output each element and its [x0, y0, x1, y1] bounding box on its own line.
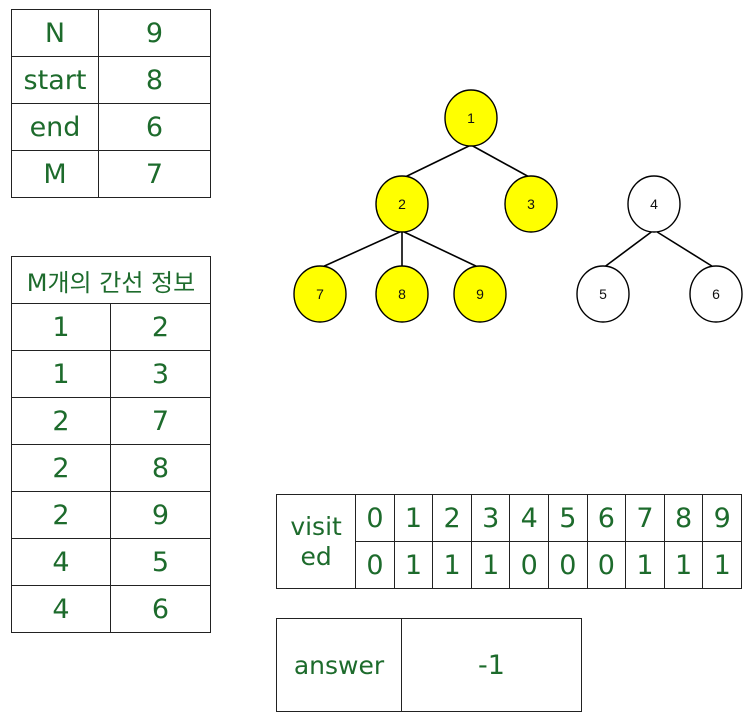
node-1-label: 1: [467, 110, 475, 126]
param-row-n: N 9: [11, 9, 211, 57]
visited-index: 4: [509, 494, 550, 542]
visited-value: 1: [470, 541, 511, 589]
node-4-label: 4: [650, 196, 658, 212]
edge-to: 8: [110, 444, 211, 492]
node-3-circle: [504, 175, 558, 233]
edge-row: 4 6: [11, 585, 211, 633]
edge-to: 5: [110, 538, 211, 586]
answer-value: -1: [401, 618, 582, 712]
edge-row: 2 9: [11, 491, 211, 539]
visited-index: 2: [432, 494, 472, 542]
graph-node-3: 3: [504, 175, 558, 233]
visited-index: 0: [355, 494, 395, 542]
visited-value: 0: [586, 541, 627, 589]
graph-node-9: 9: [453, 265, 507, 323]
graph-edges: [319, 144, 716, 269]
node-6-label: 6: [712, 286, 720, 302]
graph-node-8: 8: [375, 265, 429, 323]
node-5-label: 5: [599, 286, 607, 302]
graph-edge-4-6: [653, 229, 716, 269]
graph-node-1: 1: [444, 89, 498, 147]
visited-index: 1: [393, 494, 434, 542]
visited-label: visit ed: [275, 494, 357, 589]
graph-node-4: 4: [627, 175, 681, 233]
node-6-circle: [689, 265, 743, 323]
answer-row: answer -1: [276, 618, 582, 712]
edge-table-header-row: M개의 간선 정보: [11, 256, 211, 304]
visited-value: 1: [432, 541, 472, 589]
visited-label-line1: visit: [290, 511, 342, 541]
edge-table-header: M개의 간선 정보: [11, 256, 211, 304]
param-key: N: [11, 9, 99, 57]
visited-index: 3: [470, 494, 511, 542]
param-row-start: start 8: [11, 56, 211, 104]
graph-edge-4-5: [602, 229, 655, 269]
graph-node-6: 6: [689, 265, 743, 323]
edge-from: 4: [11, 538, 111, 586]
node-4-circle: [627, 175, 681, 233]
node-7-circle: [293, 265, 347, 323]
edge-from: 1: [11, 350, 111, 398]
answer-table: answer -1: [276, 618, 582, 712]
node-8-circle: [375, 265, 429, 323]
graph-node-2: 2: [375, 175, 429, 233]
visited-value-row: 0 1 1 1 0 0 0 1 1 1: [277, 541, 742, 589]
edge-from: 1: [11, 303, 111, 351]
visited-value: 0: [548, 541, 588, 589]
edge-to: 9: [110, 491, 211, 539]
node-1-circle: [444, 89, 498, 147]
edge-from: 2: [11, 491, 111, 539]
param-row-m: M 7: [11, 150, 211, 198]
edge-row: 4 5: [11, 538, 211, 586]
node-2-label: 2: [398, 196, 406, 212]
visited-index: 5: [548, 494, 588, 542]
graph-diagram: 1 2 3 4 5 6 7 8 9: [293, 89, 743, 323]
visited-index: 8: [663, 494, 704, 542]
param-key: M: [11, 150, 99, 198]
parameter-table: N 9 start 8 end 6 M 7: [11, 9, 211, 198]
edge-from: 2: [11, 397, 111, 445]
visited-table: visit ed 0 1 2 3 4 5 6 7 8 9 0 1 1 1 0 0…: [275, 494, 742, 589]
param-value: 9: [98, 9, 211, 57]
param-value: 7: [98, 150, 211, 198]
node-3-label: 3: [527, 196, 535, 212]
visited-index: 7: [625, 494, 665, 542]
visited-index: 6: [586, 494, 627, 542]
edge-row: 2 7: [11, 397, 211, 445]
visited-value: 1: [702, 541, 742, 589]
graph-node-7: 7: [293, 265, 347, 323]
graph-edge-2-9: [401, 230, 481, 269]
visited-index-row: visit ed 0 1 2 3 4 5 6 7 8 9: [275, 494, 742, 589]
node-5-circle: [576, 265, 630, 323]
visited-value: 1: [393, 541, 434, 589]
edge-table: M개의 간선 정보 1 2 1 3 2 7 2 8 2 9 4 5 4 6: [11, 256, 211, 633]
visited-value: 0: [509, 541, 550, 589]
visited-value: 0: [355, 541, 395, 589]
edge-row: 1 2: [11, 303, 211, 351]
node-8-label: 8: [398, 286, 406, 302]
visited-label-line2: ed: [300, 541, 332, 571]
node-9-label: 9: [476, 286, 484, 302]
visited-value: 1: [663, 541, 704, 589]
edge-to: 6: [110, 585, 211, 633]
visited-value: 1: [625, 541, 665, 589]
visited-index: 9: [702, 494, 742, 542]
node-2-circle: [375, 175, 429, 233]
graph-edge-1-3: [470, 144, 532, 179]
node-9-circle: [453, 265, 507, 323]
answer-label: answer: [276, 618, 402, 712]
node-7-label: 7: [316, 286, 324, 302]
graph-edge-2-7: [319, 230, 403, 269]
edge-from: 4: [11, 585, 111, 633]
graph-node-5: 5: [576, 265, 630, 323]
param-row-end: end 6: [11, 103, 211, 151]
graph-edge-1-2: [402, 144, 472, 179]
